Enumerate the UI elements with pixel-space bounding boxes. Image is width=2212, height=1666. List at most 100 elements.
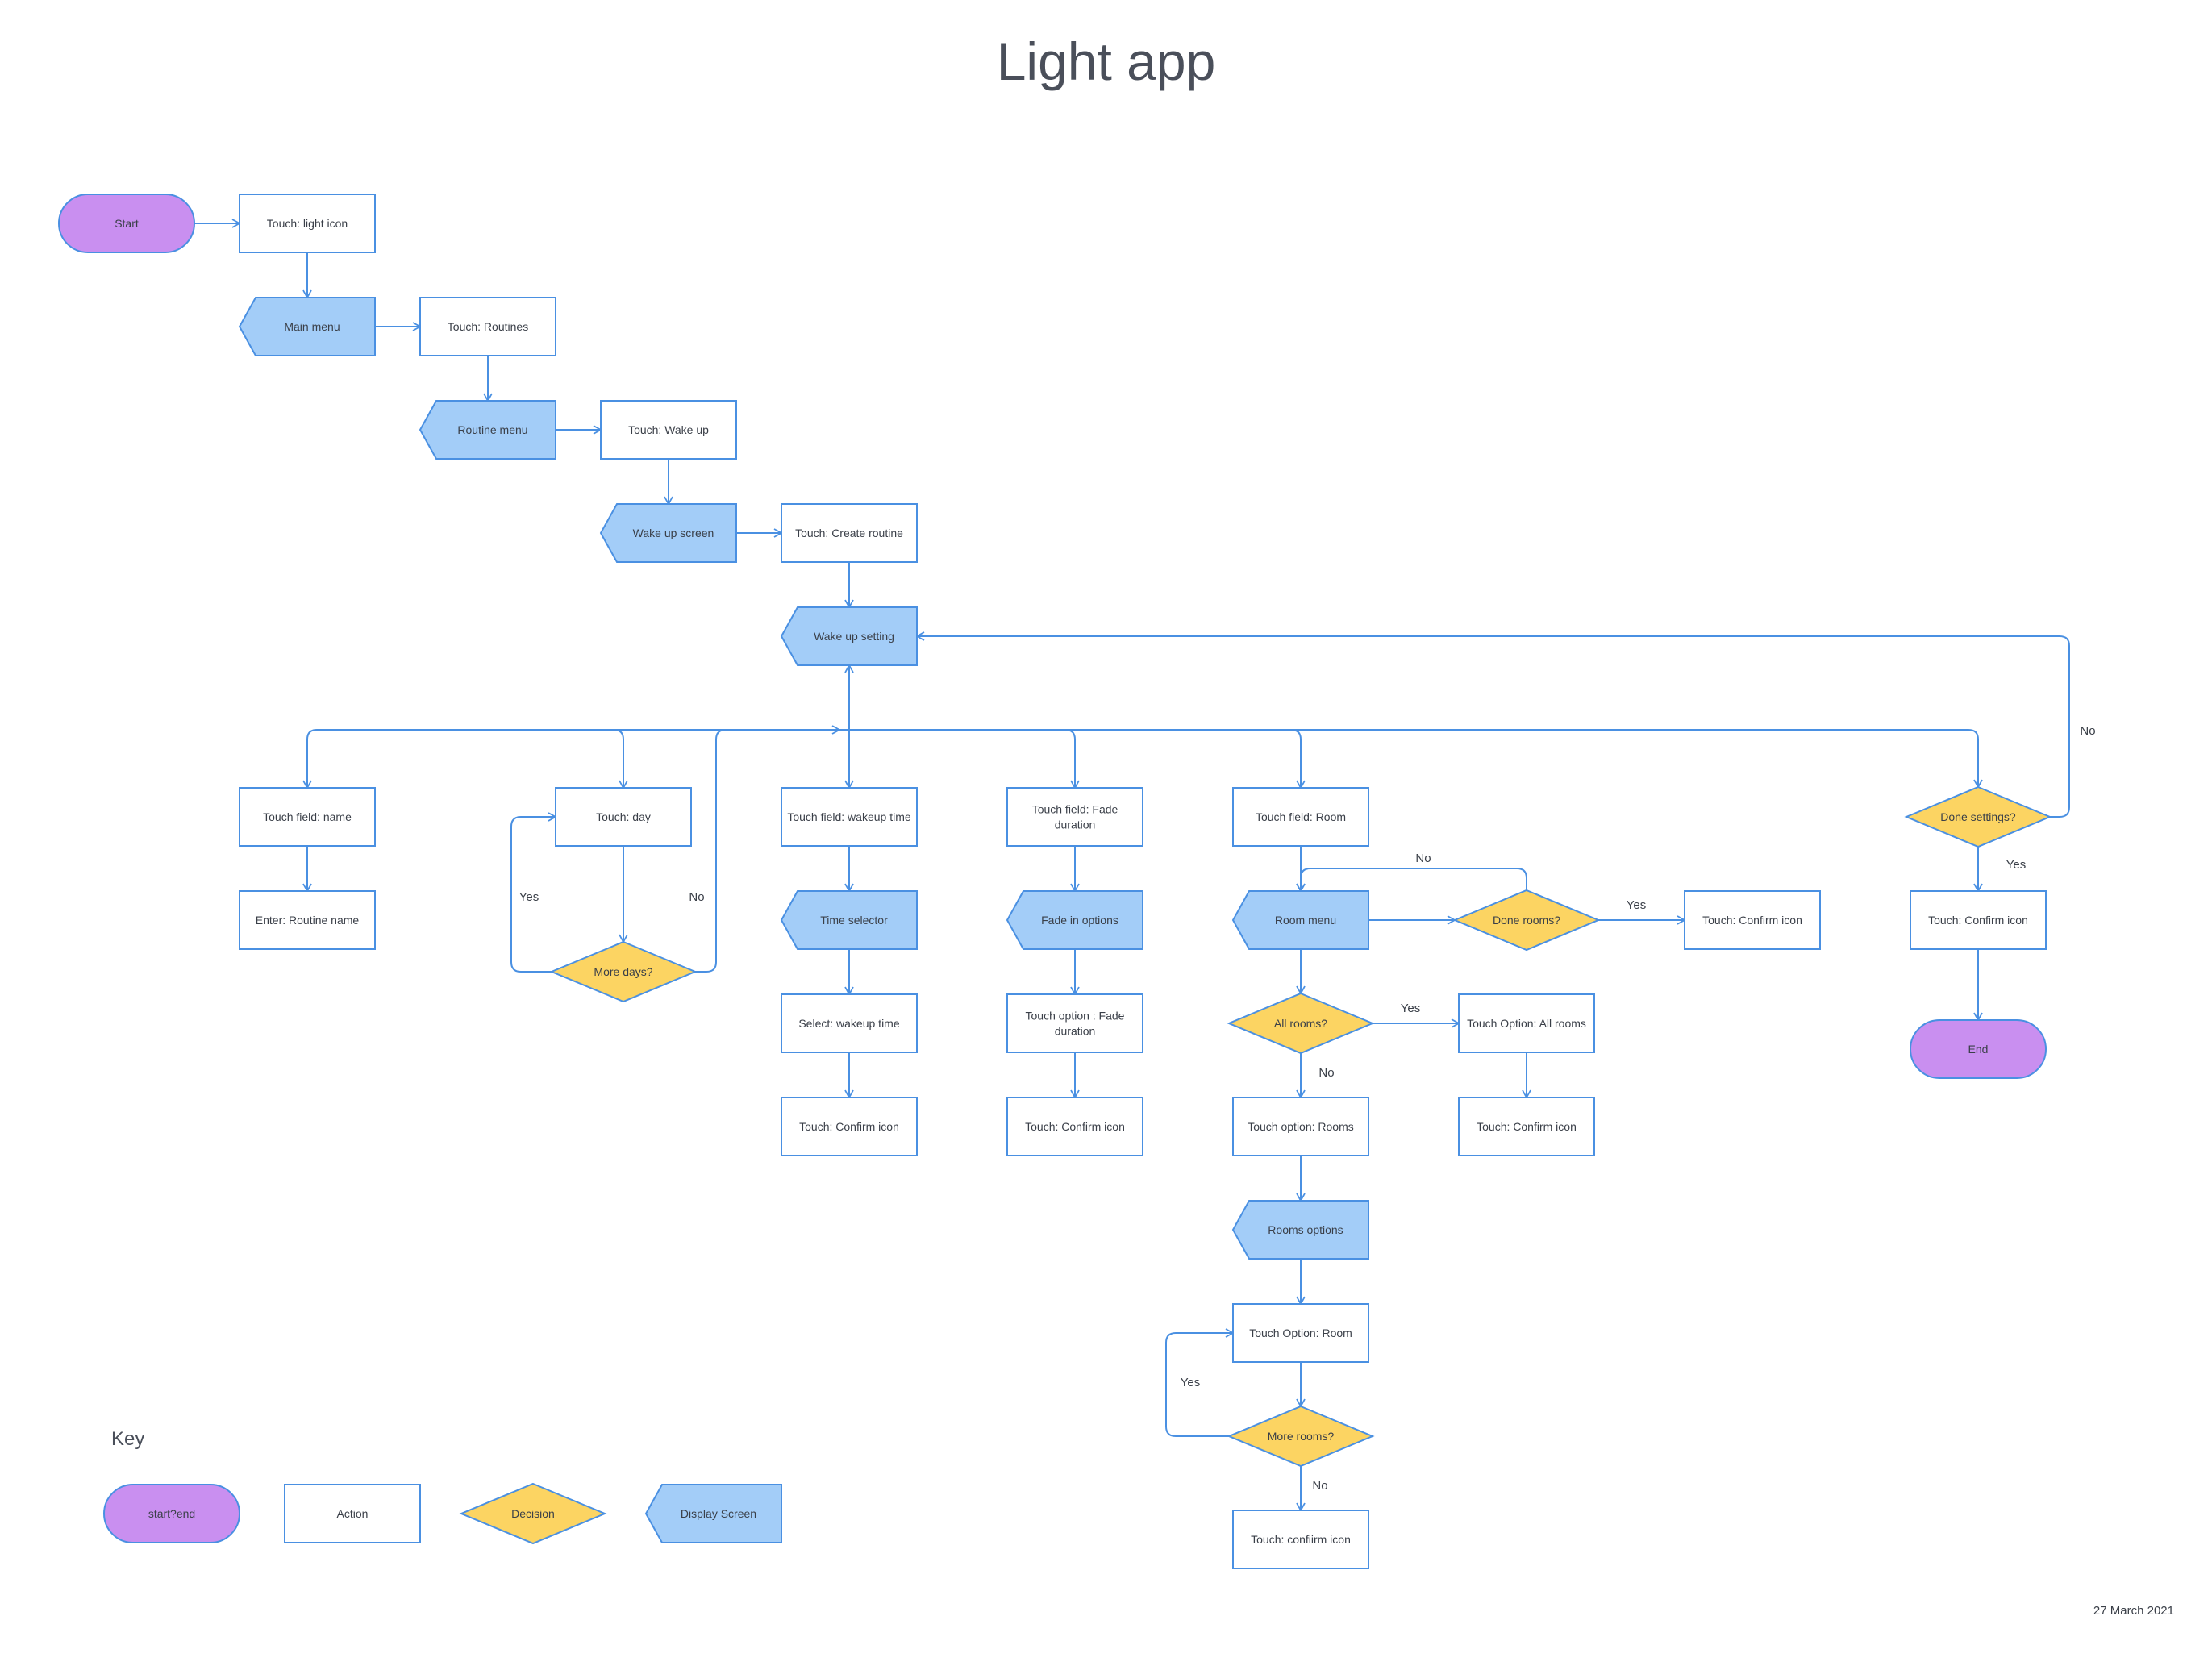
node-touch-confirm-5-label: Touch: confiirm icon xyxy=(1251,1533,1351,1546)
node-all-rooms-shape xyxy=(1227,992,1375,1055)
connector-bus-to-fade-duration xyxy=(849,729,1080,789)
node-touch-routines-label: Touch: Routines xyxy=(448,320,528,333)
node-select-wakeup-time-shape xyxy=(781,993,918,1053)
node-touch-option-room[interactable]: Touch Option: Room xyxy=(1232,1303,1369,1363)
node-touch-confirm-3[interactable]: Touch: Confirm icon xyxy=(1684,890,1821,950)
node-touch-confirm-4[interactable]: Touch: Confirm icon xyxy=(1458,1097,1595,1156)
node-enter-routine-name-label: Enter: Routine name xyxy=(256,914,360,927)
label-all-rooms-yes: Yes xyxy=(1401,1002,1420,1015)
node-done-settings[interactable]: Done settings? xyxy=(1904,785,2052,848)
node-touch-confirm-2[interactable]: Touch: Confirm icon xyxy=(1006,1097,1143,1156)
key-decision-shape xyxy=(459,1482,607,1545)
node-wake-up-screen[interactable]: Wake up screen xyxy=(599,503,737,563)
page-title: Light app xyxy=(996,31,1216,91)
node-touch-create-routine[interactable]: Touch: Create routine xyxy=(781,503,918,563)
node-time-selector[interactable]: Time selector xyxy=(780,890,918,950)
node-done-rooms-shape xyxy=(1452,889,1601,952)
node-main-menu-shape xyxy=(238,297,376,356)
node-main-menu[interactable]: Main menu xyxy=(238,297,376,356)
node-fade-in-options[interactable]: Fade in options xyxy=(1006,890,1143,950)
node-end-label: End xyxy=(1968,1043,1989,1056)
node-enter-routine-name-shape xyxy=(239,890,376,950)
node-touch-day-shape xyxy=(555,787,692,847)
node-enter-routine-name[interactable]: Enter: Routine name xyxy=(239,890,376,950)
node-touch-confirm-4-label: Touch: Confirm icon xyxy=(1477,1120,1577,1133)
node-room-menu[interactable]: Room menu xyxy=(1231,890,1369,950)
node-touch-light-icon[interactable]: Touch: light icon xyxy=(239,194,376,253)
label-done-rooms-no: No xyxy=(1415,852,1431,865)
node-touch-field-name-shape xyxy=(239,787,376,847)
node-wake-up-setting[interactable]: Wake up setting xyxy=(780,606,918,666)
node-rooms-options[interactable]: Rooms options xyxy=(1231,1200,1369,1260)
node-rooms-options-shape xyxy=(1231,1200,1369,1260)
node-touch-day-label: Touch: day xyxy=(596,810,651,823)
key-screen: Display Screen xyxy=(644,1484,782,1543)
node-touch-field-fade-duration-shape xyxy=(1006,787,1143,847)
node-rooms-options-label: Rooms options xyxy=(1268,1223,1343,1236)
node-wake-up-screen-shape xyxy=(599,503,737,563)
node-more-rooms[interactable]: More rooms? xyxy=(1227,1405,1375,1468)
node-time-selector-label: Time selector xyxy=(820,914,888,927)
node-wake-up-screen-label: Wake up screen xyxy=(633,527,714,539)
node-touch-confirm-6-shape xyxy=(1910,890,2047,950)
node-routine-menu[interactable]: Routine menu xyxy=(419,400,556,460)
key-action-label: Action xyxy=(337,1507,369,1520)
node-all-rooms[interactable]: All rooms? xyxy=(1227,992,1375,1055)
node-routine-menu-label: Routine menu xyxy=(457,423,527,436)
node-touch-confirm-1[interactable]: Touch: Confirm icon xyxy=(781,1097,918,1156)
label-more-days-no: No xyxy=(689,890,704,904)
node-touch-option-all-rooms-label: Touch Option: All rooms xyxy=(1467,1017,1586,1030)
connector-bus-to-done-settings xyxy=(1291,729,1983,789)
node-touch-confirm-1-shape xyxy=(781,1097,918,1156)
node-select-wakeup-time[interactable]: Select: wakeup time xyxy=(781,993,918,1053)
label-done-settings-no: No xyxy=(2080,724,2095,738)
node-touch-field-room-label: Touch field: Room xyxy=(1256,810,1346,823)
node-done-settings-shape xyxy=(1904,785,2052,848)
connector-more-days-yes-loop xyxy=(510,812,557,973)
node-start[interactable]: Start xyxy=(58,194,195,253)
node-touch-confirm-6-label: Touch: Confirm icon xyxy=(1928,914,2028,927)
node-done-rooms[interactable]: Done rooms? xyxy=(1452,889,1601,952)
node-touch-create-routine-shape xyxy=(781,503,918,563)
node-touch-field-wakeup-time-shape xyxy=(781,787,918,847)
node-touch-confirm-5[interactable]: Touch: confiirm icon xyxy=(1232,1510,1369,1569)
node-touch-wake-up-label: Touch: Wake up xyxy=(628,423,709,436)
node-touch-option-fade-duration-shape xyxy=(1006,993,1143,1053)
node-touch-day[interactable]: Touch: day xyxy=(555,787,692,847)
node-more-days[interactable]: More days? xyxy=(549,940,698,1003)
key-decision: Decision xyxy=(459,1482,607,1545)
node-touch-field-name[interactable]: Touch field: name xyxy=(239,787,376,847)
node-more-rooms-shape xyxy=(1227,1405,1375,1468)
connector-bus-to-touch-day xyxy=(613,729,628,789)
key-screen-label: Display Screen xyxy=(681,1507,756,1520)
connector-more-rooms-yes-loop xyxy=(1165,1328,1235,1437)
node-touch-confirm-4-shape xyxy=(1458,1097,1595,1156)
node-main-menu-label: Main menu xyxy=(284,320,340,333)
node-touch-option-rooms[interactable]: Touch option: Rooms xyxy=(1232,1097,1369,1156)
key-title: Key xyxy=(111,1428,144,1450)
node-touch-option-rooms-label: Touch option: Rooms xyxy=(1248,1120,1354,1133)
key-decision-label: Decision xyxy=(511,1507,555,1520)
node-select-wakeup-time-label: Select: wakeup time xyxy=(798,1017,899,1030)
node-touch-field-wakeup-time[interactable]: Touch field: wakeup time xyxy=(781,787,918,847)
node-touch-confirm-6[interactable]: Touch: Confirm icon xyxy=(1910,890,2047,950)
node-touch-option-all-rooms[interactable]: Touch Option: All rooms xyxy=(1458,993,1595,1053)
node-touch-wake-up[interactable]: Touch: Wake up xyxy=(600,400,737,460)
key-action: Action xyxy=(284,1484,421,1543)
node-done-settings-label: Done settings? xyxy=(1940,810,2016,823)
label-more-rooms-yes: Yes xyxy=(1181,1376,1200,1389)
connector-done-settings-no-to-setting xyxy=(915,631,2070,818)
node-touch-routines[interactable]: Touch: Routines xyxy=(419,297,556,356)
node-touch-wake-up-shape xyxy=(600,400,737,460)
node-end[interactable]: End xyxy=(1910,1019,2047,1079)
node-touch-field-room[interactable]: Touch field: Room xyxy=(1232,787,1369,847)
node-end-shape xyxy=(1910,1019,2047,1079)
connector-done-rooms-no-loop xyxy=(1296,868,1527,893)
